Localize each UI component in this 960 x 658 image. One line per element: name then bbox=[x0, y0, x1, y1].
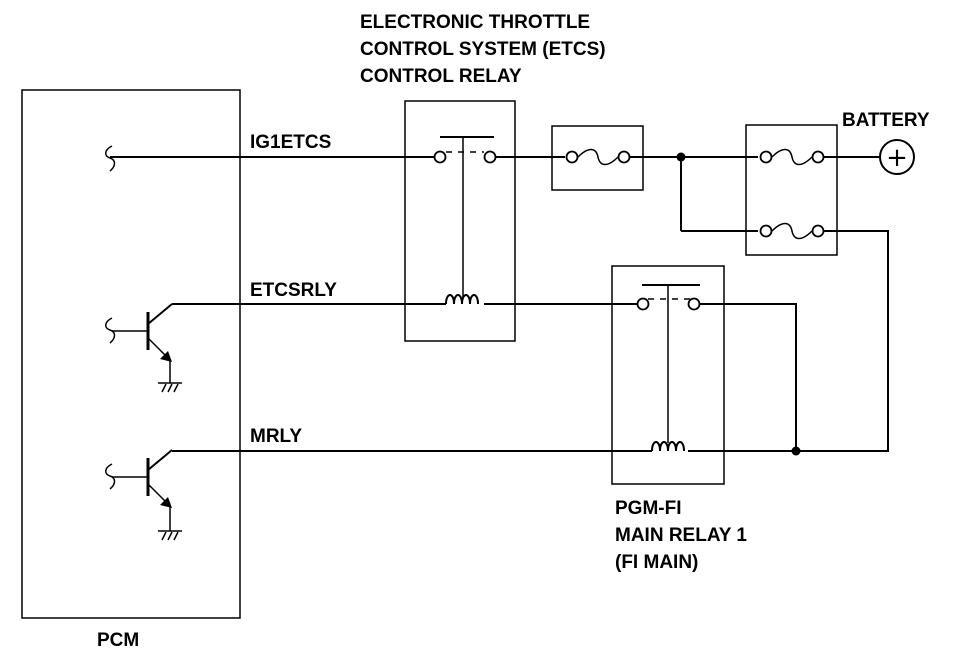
etcs-relay-title-line1: ELECTRONIC THROTTLE bbox=[360, 12, 590, 33]
fuse-icon bbox=[551, 125, 644, 191]
pcm-input-symbol bbox=[105, 145, 116, 172]
battery-icon: + bbox=[879, 139, 915, 175]
pgm-fi-main-relay bbox=[611, 265, 725, 485]
lower-fuse-out-wire bbox=[796, 230, 889, 452]
battery-fuse-block bbox=[745, 124, 838, 256]
etcs-relay-title-line2: CONTROL SYSTEM (ETCS) bbox=[360, 39, 606, 60]
etcs-control-relay bbox=[404, 100, 516, 342]
etcsrly-label: ETCSRLY bbox=[250, 280, 337, 301]
mrly-label: MRLY bbox=[250, 426, 302, 447]
mrly-transistor-icon bbox=[105, 449, 182, 541]
battery-label: BATTERY bbox=[842, 110, 930, 131]
main-relay-title-line1: PGM-FI bbox=[615, 498, 682, 519]
ig1etcs-label: IG1ETCS bbox=[250, 132, 331, 153]
junction-dot-bottom bbox=[791, 446, 801, 456]
main-relay-title-line3: (FI MAIN) bbox=[615, 552, 698, 573]
etcsrly-transistor-icon bbox=[105, 303, 182, 393]
battery-plus-symbol: + bbox=[886, 143, 908, 173]
main-switch-out-wire bbox=[700, 303, 797, 451]
pcm-label: PCM bbox=[97, 630, 139, 651]
main-relay-title-line2: MAIN RELAY 1 bbox=[615, 525, 747, 546]
pcm-box bbox=[21, 89, 241, 619]
etcs-relay-title-line3: CONTROL RELAY bbox=[360, 66, 522, 87]
